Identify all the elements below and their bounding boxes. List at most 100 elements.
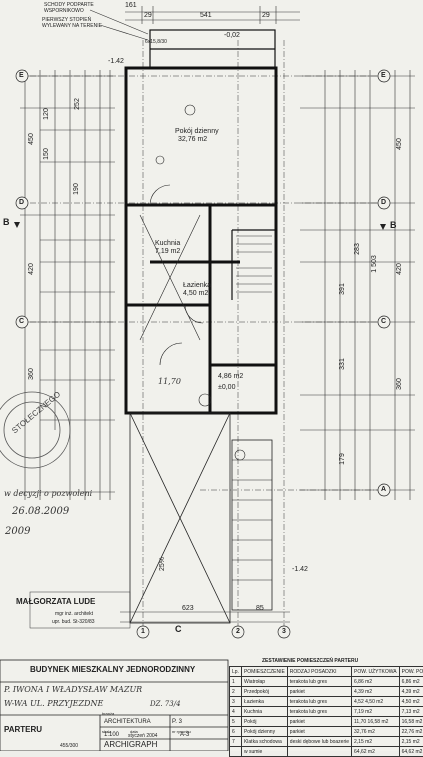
cell: 6,86 m2 bbox=[352, 677, 400, 687]
cell: 6,86 m2 bbox=[399, 677, 423, 687]
page-number: P. 3 bbox=[172, 718, 182, 726]
cell: Przedpokój bbox=[241, 687, 287, 697]
room-bath-name: Łazienka bbox=[183, 282, 211, 290]
stamp-date-2: 2009 bbox=[5, 528, 30, 536]
plot-ref: 455/300 bbox=[60, 742, 78, 750]
header-cell: Lp. bbox=[230, 667, 242, 677]
signature-name: MAŁGORZATA LUDE bbox=[16, 598, 95, 606]
cell: 7,13 m2 bbox=[399, 707, 423, 717]
axis-label-c-left: C bbox=[19, 318, 24, 326]
signature-license: upr. bud. St-320/83 bbox=[52, 618, 95, 626]
dim-right-1503: 1 503 bbox=[371, 255, 379, 273]
firm-name: ARCHIGRAPH bbox=[104, 741, 157, 749]
room-living-name: Pokój dzienny bbox=[175, 128, 219, 136]
dim-right-331: 331 bbox=[339, 358, 347, 370]
sheet-no-value: A-3 bbox=[180, 731, 189, 739]
section-mark-b-right: B bbox=[390, 221, 397, 229]
cell: 16,58 m2 bbox=[399, 717, 423, 727]
cell: 4 bbox=[230, 707, 242, 717]
scale-value: 1:100 bbox=[104, 731, 119, 739]
axis-label-1: 1 bbox=[141, 628, 145, 636]
dim-left-450: 450 bbox=[28, 133, 36, 145]
branch-value: ARCHITEKTURA bbox=[104, 718, 151, 726]
cell: Pokój dzienny bbox=[241, 727, 287, 737]
dim-right-391: 391 bbox=[339, 283, 347, 295]
project-title: BUDYNEK MIESZKALNY JEDNORODZINNY bbox=[30, 666, 195, 674]
branch-label: branża bbox=[102, 710, 114, 718]
axis-label-a-right: A bbox=[381, 486, 386, 494]
cell: 2 bbox=[230, 687, 242, 697]
axis-label-d-right: D bbox=[381, 199, 386, 207]
cell: 7 bbox=[230, 737, 242, 747]
cell: parkiet bbox=[287, 717, 351, 727]
level-minus-002: -0,02 bbox=[224, 32, 240, 40]
signature-title: mgr inż. architekt bbox=[55, 610, 93, 618]
axis-label-2: 2 bbox=[236, 628, 240, 636]
dim-bottom-623: 623 bbox=[182, 605, 194, 613]
cell: terakota lub gres bbox=[287, 677, 351, 687]
sum-value-1: 64,62 m2 bbox=[352, 747, 400, 757]
room-hall-area: 4,86 m2 bbox=[218, 373, 243, 381]
cell: 4,50 m2 bbox=[399, 697, 423, 707]
room-entrance-area: 11,70 bbox=[158, 378, 181, 386]
level-minus-142-top: -1.42 bbox=[108, 58, 124, 66]
room-schedule-table: Lp. POMIESZCZENIE RODZAJ POSADZKI POW. U… bbox=[229, 666, 423, 757]
header-cell: RODZAJ POSADZKI bbox=[287, 667, 351, 677]
dim-right-179: 179 bbox=[339, 453, 347, 465]
dim-left-190: 190 bbox=[73, 183, 81, 195]
header-cell: POW. PODŁOGI bbox=[399, 667, 423, 677]
stamp-date-1: 26.08.2009 bbox=[12, 508, 69, 516]
axis-label-3: 3 bbox=[282, 628, 286, 636]
level-minus-142-bottom: -1.42 bbox=[292, 566, 308, 574]
cell bbox=[287, 747, 351, 757]
cell: 1 bbox=[230, 677, 242, 687]
dim-left-120: 120 bbox=[43, 108, 51, 120]
plot-number: DZ. 73/4 bbox=[150, 700, 181, 708]
dim-top-left: 161 bbox=[125, 2, 137, 10]
cell: parkiet bbox=[287, 687, 351, 697]
sum-value-2: 64,62 m2 bbox=[399, 747, 423, 757]
ramp-slope: 25% bbox=[159, 557, 167, 571]
table-row: 2 Przedpokój parkiet 4,39 m2 4,39 m2 bbox=[230, 687, 423, 697]
axis-label-c-right: C bbox=[381, 318, 386, 326]
dim-left-252: 252 bbox=[74, 98, 82, 110]
cell: 11,70 16,58 m2 bbox=[352, 717, 400, 727]
cell: 6 bbox=[230, 727, 242, 737]
table-sum-row: w sumie 64,62 m2 64,62 m2 bbox=[230, 747, 423, 757]
table-row: 7 Klatka schodowa deski dębowe lub boaze… bbox=[230, 737, 423, 747]
dim-left-420: 420 bbox=[28, 263, 36, 275]
table-row: 6 Pokój dzienny parkiet 32,76 m2 22,76 m… bbox=[230, 727, 423, 737]
schedule-title: ZESTAWIENIE POMIESZCZEŃ PARTERU bbox=[262, 657, 358, 665]
cell: Wiatrołap bbox=[241, 677, 287, 687]
axis-label-e-left: E bbox=[19, 72, 24, 80]
section-mark-b-left: B bbox=[3, 218, 10, 226]
cell: parkiet bbox=[287, 727, 351, 737]
cell: 4,52 4,50 m2 bbox=[352, 697, 400, 707]
dim-left-360: 360 bbox=[28, 368, 36, 380]
room-kitchen-name: Kuchnia bbox=[155, 240, 180, 248]
cell: 5 bbox=[230, 717, 242, 727]
dim-right-420: 420 bbox=[396, 263, 404, 275]
cell bbox=[230, 747, 242, 757]
cell: terakota lub gres bbox=[287, 697, 351, 707]
cell: 32,76 m2 bbox=[352, 727, 400, 737]
cell: Łazienka bbox=[241, 697, 287, 707]
cell: Pokój bbox=[241, 717, 287, 727]
header-cell: POW. UŻYTKOWA bbox=[352, 667, 400, 677]
section-mark-c: C bbox=[175, 625, 182, 633]
cell: 2,15 m2 bbox=[399, 737, 423, 747]
cell: 2,15 m2 bbox=[352, 737, 400, 747]
dim-right-450: 450 bbox=[396, 138, 404, 150]
dim-top-1: 29 bbox=[144, 12, 152, 20]
axis-label-d-left: D bbox=[19, 199, 24, 207]
sheet-title: PARTERU bbox=[4, 726, 42, 734]
stamp-decision: w decyzji o pozwoleni bbox=[4, 490, 92, 498]
room-bath-area: 4,50 m2 bbox=[183, 290, 208, 298]
table-header-row: Lp. POMIESZCZENIE RODZAJ POSADZKI POW. U… bbox=[230, 667, 423, 677]
dim-left-150: 150 bbox=[43, 148, 51, 160]
cell: 4,39 m2 bbox=[399, 687, 423, 697]
dim-bottom-85: 85 bbox=[256, 605, 264, 613]
date-value: styczeń 2004 bbox=[128, 732, 157, 740]
cell: Klatka schodowa bbox=[241, 737, 287, 747]
